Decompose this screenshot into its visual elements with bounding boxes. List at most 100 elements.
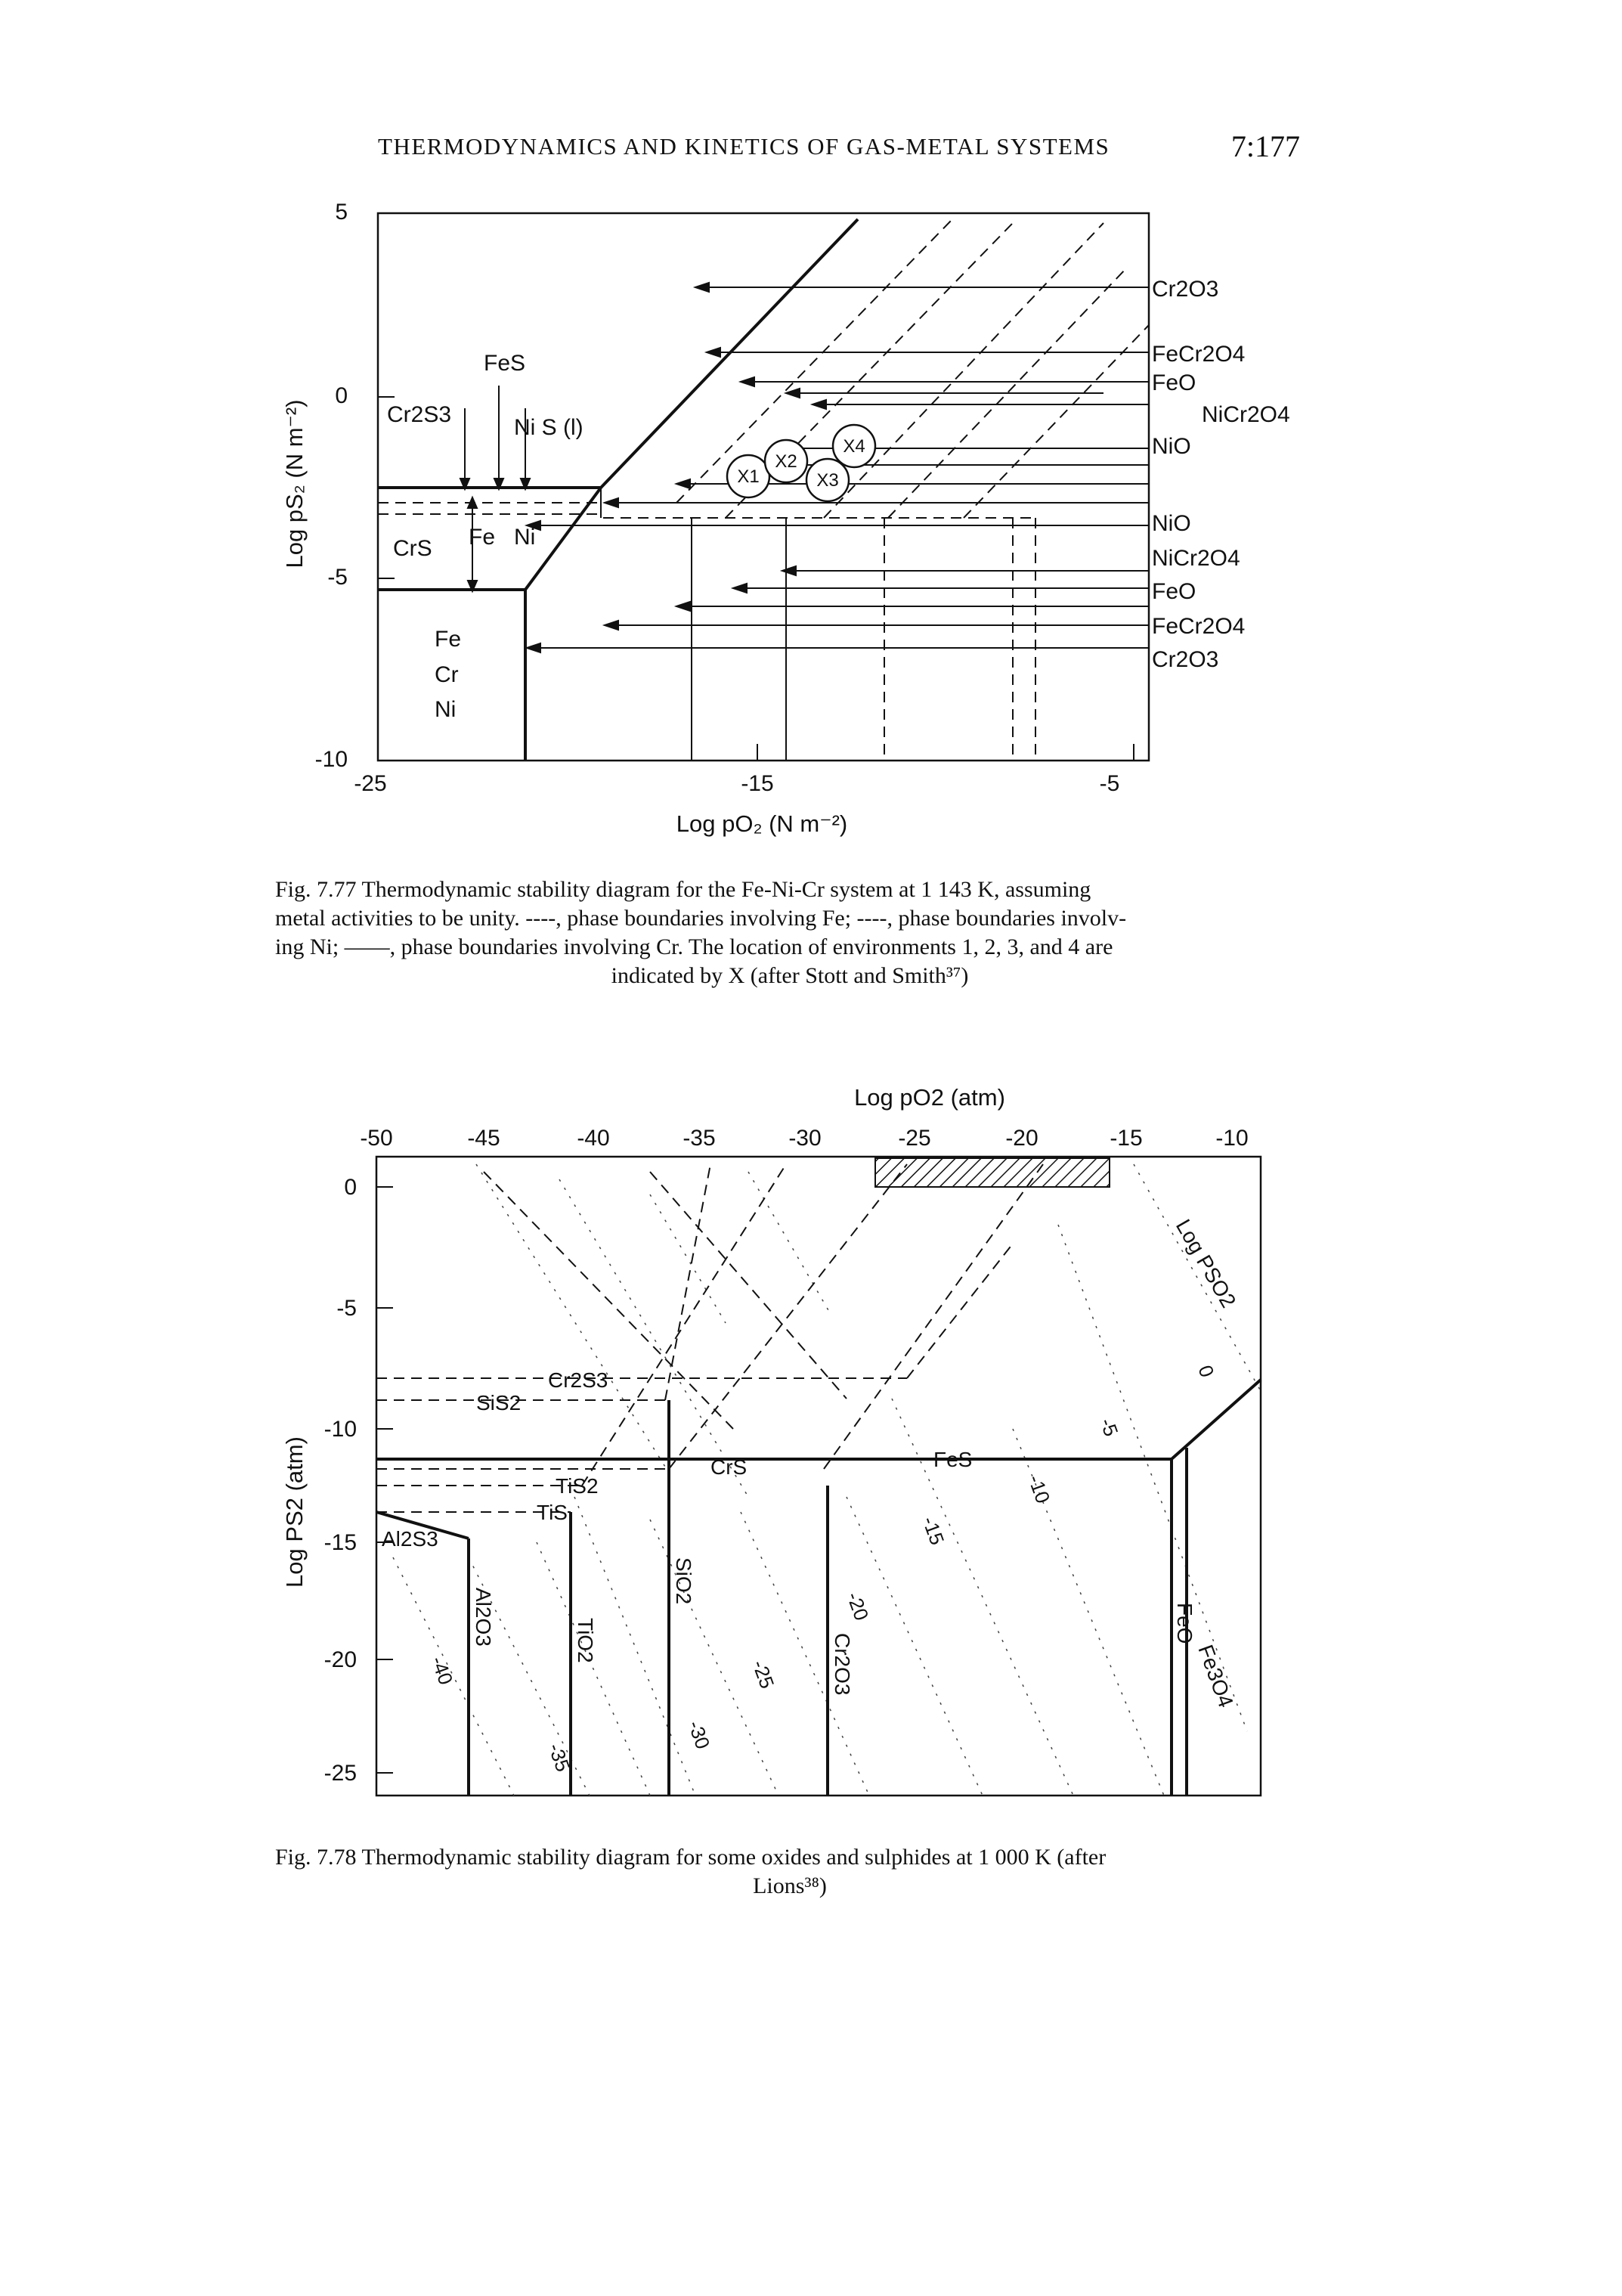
fig2-label-sio2: SiO2 (672, 1557, 695, 1604)
fig2-label-log-pso2: Log PSO2 (1172, 1216, 1240, 1312)
fig1-right-nio-lower: NiO (1152, 511, 1191, 536)
fig2-phase-labels: Cr2S3 SiS2 TiS2 TiS Al2S3 CrS FeS Al2O3 … (382, 1216, 1240, 1711)
fig1-right-cr2o3: Cr2O3 (1152, 277, 1218, 302)
figure-7-78: Log pO2 (atm) -50 -45 -40 -35 -30 -25 -2… (281, 1084, 1262, 1797)
fig1-label-cr-metal: Cr (435, 662, 459, 687)
fig2-x-tick: -15 (1110, 1126, 1142, 1151)
fig2-label-al2o3: Al2O3 (472, 1588, 495, 1647)
fig2-caption-line: Fig. 7.78 Thermodynamic stability diagra… (275, 1845, 1107, 1870)
fig2-label-feo: FeO (1173, 1603, 1196, 1644)
fig2-label-fe3o4: Fe3O4 (1193, 1641, 1237, 1710)
fig2-solid-boundaries (376, 1378, 1262, 1796)
fig1-y-tick: -5 (327, 565, 348, 590)
fig2-label-crs: CrS (710, 1455, 747, 1479)
fig1-cr-boundaries (378, 218, 859, 761)
page-number: 7:177 (1230, 129, 1300, 163)
fig1-right-feo-lower: FeO (1152, 579, 1196, 604)
figure-7-77-caption: Fig. 7.77 Thermodynamic stability diagra… (275, 875, 1305, 990)
fig2-x-tick: -30 (788, 1126, 821, 1151)
fig2-label-tis: TiS (537, 1501, 568, 1524)
fig2-x-tick: -20 (1005, 1126, 1038, 1151)
fig1-y-axis-label: Log pS₂ (N m⁻²) (281, 399, 308, 568)
fig2-iso-label: 0 (1193, 1362, 1218, 1380)
fig2-y-tick: -15 (324, 1530, 357, 1555)
fig2-iso-label: -25 (748, 1657, 778, 1692)
fig2-x-tick: -40 (577, 1126, 609, 1151)
fig2-y-tick: -5 (336, 1296, 357, 1321)
fig1-right-nio: NiO (1152, 434, 1191, 459)
fig1-label-ni: Ni (514, 525, 535, 550)
fig1-label-crs: CrS (393, 536, 432, 561)
fig2-y-tick: -20 (324, 1647, 357, 1672)
fig2-iso-label: -10 (1023, 1472, 1054, 1507)
fig1-y-tick: 5 (335, 200, 348, 225)
fig1-caption-line: indicated by X (after Stott and Smith³⁷) (611, 963, 969, 988)
fig2-iso-label: -30 (683, 1718, 714, 1752)
fig2-y-tick: -10 (324, 1417, 357, 1442)
fig1-solid-verticals (600, 488, 787, 761)
fig1-y-tick: 0 (335, 383, 348, 408)
fig2-x-tick: -45 (467, 1126, 500, 1151)
env-marker-x4: X4 (843, 436, 865, 457)
fig2-top-axis-title: Log pO2 (atm) (854, 1084, 1005, 1111)
env-marker-x3: X3 (816, 470, 838, 491)
fig1-right-cr2o3-lower: Cr2O3 (1152, 647, 1218, 672)
figure-7-77: 5 0 -5 -10 -25 -15 -5 Log pO₂ (N m⁻²) Lo… (281, 200, 1290, 837)
fig1-right-nicr2o4: NiCr2O4 (1202, 402, 1290, 427)
fig1-x-tick: -25 (354, 771, 386, 796)
fig1-y-ticks: 5 0 -5 -10 (315, 200, 395, 772)
fig2-iso-label: -20 (842, 1589, 873, 1624)
fig1-label-cr2s3: Cr2S3 (387, 402, 451, 427)
fig1-y-tick: -10 (315, 747, 348, 772)
fig1-label-fes: FeS (484, 351, 525, 376)
fig1-right-fecr2o4: FeCr2O4 (1152, 342, 1245, 367)
fig2-label-al2s3: Al2S3 (382, 1527, 438, 1551)
fig2-label-tio2: TiO2 (574, 1618, 597, 1663)
fig1-x-tick: -15 (741, 771, 773, 796)
fig1-arrows-lower (524, 565, 1149, 654)
fig2-iso-label: -15 (918, 1514, 949, 1548)
fig1-phase-labels: FeS Cr2S3 Ni S (l) CrS Fe Ni Fe Cr Ni (387, 351, 583, 722)
fig2-iso-label: -40 (426, 1653, 457, 1688)
running-title: THERMODYNAMICS AND KINETICS OF GAS-METAL… (378, 133, 1110, 160)
fig1-label-nis: Ni S (l) (514, 415, 583, 440)
fig2-label-fes: FeS (933, 1448, 972, 1471)
fig2-label-cr2s3: Cr2S3 (548, 1368, 608, 1392)
fig2-iso-label: -5 (1095, 1415, 1122, 1439)
fig2-label-tis2: TiS2 (556, 1474, 599, 1498)
fig1-right-nicr2o4-lower: NiCr2O4 (1152, 546, 1240, 571)
fig2-label-cr2o3: Cr2O3 (831, 1633, 854, 1695)
fig2-y-tick: 0 (344, 1175, 357, 1200)
fig2-x-tick: -35 (683, 1126, 715, 1151)
figure-7-78-caption: Fig. 7.78 Thermodynamic stability diagra… (275, 1843, 1305, 1901)
env-marker-x2: X2 (775, 451, 797, 472)
fig2-dashed-boundaries (376, 1163, 1044, 1513)
fig2-x-tick: -10 (1215, 1126, 1248, 1151)
fig1-right-fecr2o4-lower: FeCr2O4 (1152, 614, 1245, 639)
fig1-x-tick: -5 (1100, 771, 1120, 796)
fig1-x-ticks: -25 -15 -5 (354, 744, 1134, 796)
running-header: THERMODYNAMICS AND KINETICS OF GAS-METAL… (378, 129, 1300, 174)
fig2-plot-frame (375, 1155, 1262, 1797)
fig2-label-sis2: SiS2 (476, 1391, 521, 1414)
fig1-right-feo: FeO (1152, 370, 1196, 395)
fig2-y-axis-label: Log PS2 (atm) (281, 1436, 308, 1588)
fig1-x-axis-label: Log pO₂ (N m⁻²) (676, 810, 848, 837)
fig1-caption-line: Fig. 7.77 Thermodynamic stability diagra… (275, 877, 1091, 902)
fig1-label-fe-metal: Fe (435, 627, 461, 652)
fig2-x-tick: -25 (898, 1126, 930, 1151)
fig2-hatched-region (874, 1157, 1110, 1188)
fig2-y-tick: -25 (324, 1761, 357, 1786)
fig2-iso-labels: 0 -5 -10 -15 -20 -25 -30 -35 -40 (426, 1362, 1218, 1775)
fig1-fe-ni-boundaries (378, 218, 1150, 761)
fig2-iso-pso2-lines (392, 1163, 1261, 1796)
fig1-caption-line: metal activities to be unity. ----, phas… (275, 906, 1127, 931)
fig2-caption-line: Lions³⁸) (753, 1873, 827, 1898)
fig1-environment-markers: X1 X2 X3 X4 (726, 423, 877, 503)
fig1-label-ni-metal: Ni (435, 697, 456, 722)
fig1-label-fe: Fe (469, 525, 495, 550)
fig1-right-labels: Cr2O3 FeCr2O4 FeO NiCr2O4 NiO NiO NiCr2O… (1152, 277, 1290, 672)
fig1-caption-line: ing Ni; ——, phase boundaries involving C… (275, 934, 1113, 959)
fig2-x-tick: -50 (360, 1126, 392, 1151)
env-marker-x1: X1 (737, 466, 759, 487)
